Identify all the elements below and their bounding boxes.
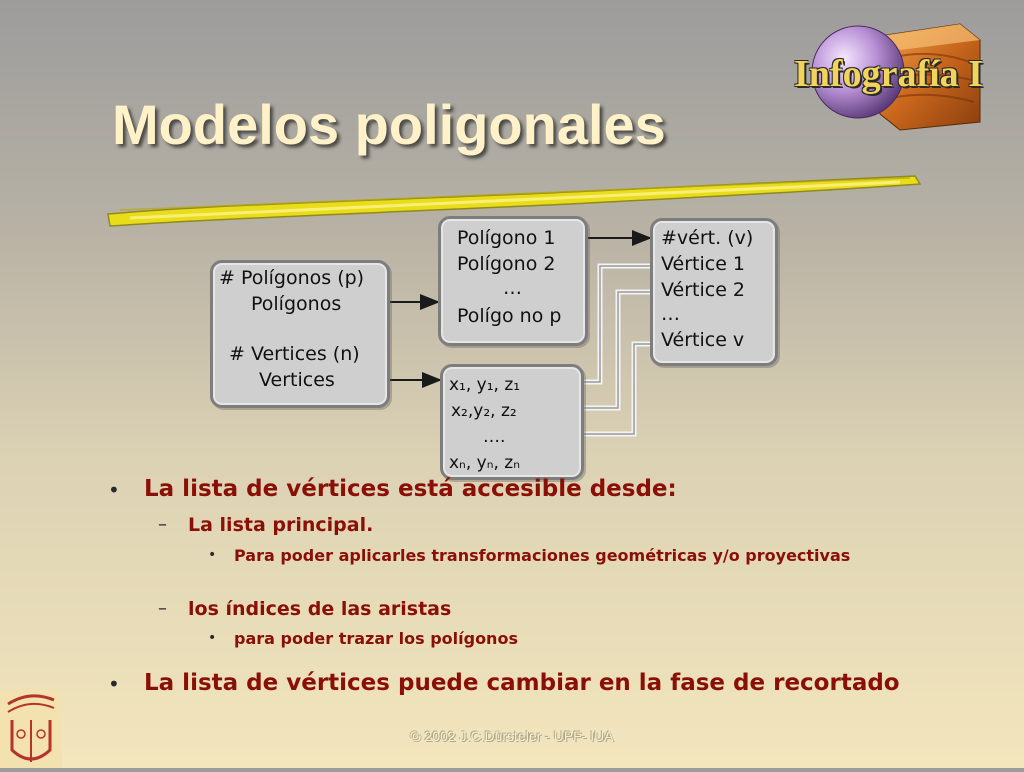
highlighter-stroke bbox=[107, 175, 922, 227]
upf-logo bbox=[0, 690, 62, 768]
vertex-line-2: Vértice 1 bbox=[661, 253, 746, 275]
polygon-line-1: Polígono 1 bbox=[457, 227, 556, 249]
polygon-line-2: Polígono 2 bbox=[457, 253, 556, 275]
infografia-logo bbox=[811, 23, 981, 131]
polygon-list-box: Polígono 1 Polígono 2 … Polígo no p bbox=[438, 216, 588, 346]
logo-text: Infografía I bbox=[794, 53, 983, 95]
bullet-marker: • bbox=[108, 672, 120, 696]
polygon-line-4: Polígo no p bbox=[457, 305, 562, 327]
coord-line-4: xₙ, yₙ, zₙ bbox=[449, 453, 520, 473]
bullet-item: Para poder aplicarles transformaciones g… bbox=[234, 546, 851, 565]
main-line-2: Polígonos bbox=[251, 293, 342, 315]
coord-line-2: x₂,y₂, z₂ bbox=[451, 401, 517, 421]
coordinate-list-box: x₁, y₁, z₁ x₂,y₂, z₂ …. xₙ, yₙ, zₙ bbox=[440, 364, 584, 480]
bullet-item: La lista de vértices está accesible desd… bbox=[144, 476, 677, 502]
vertex-line-4: … bbox=[661, 303, 680, 325]
bullet-item: La lista de vértices puede cambiar en la… bbox=[144, 670, 900, 696]
slide-title: Modelos poligonales bbox=[112, 93, 666, 156]
bullet-marker: – bbox=[158, 514, 167, 535]
vertex-line-1: #vért. (v) bbox=[661, 227, 754, 249]
vertex-line-3: Vértice 2 bbox=[661, 279, 746, 301]
vertex-line-5: Vértice v bbox=[661, 329, 745, 351]
coord-line-3: …. bbox=[483, 427, 506, 447]
bullet-marker: • bbox=[108, 478, 120, 502]
main-list-box: # Polígonos (p) Polígonos # Vertices (n)… bbox=[210, 260, 390, 408]
bullet-marker: • bbox=[208, 630, 217, 646]
coord-line-1: x₁, y₁, z₁ bbox=[449, 375, 521, 395]
main-line-4: Vertices bbox=[259, 369, 335, 391]
vertex-list-box: #vért. (v) Vértice 1 Vértice 2 … Vértice… bbox=[650, 218, 778, 366]
slide-footer: © 2002 J.C.Dürsteler - UPF- IUA bbox=[410, 728, 614, 744]
bullet-marker: – bbox=[158, 598, 167, 619]
main-line-1: # Polígonos (p) bbox=[219, 267, 365, 289]
polygon-line-3: … bbox=[503, 277, 522, 299]
bullet-item: los índices de las aristas bbox=[188, 598, 452, 620]
bullet-marker: • bbox=[208, 547, 217, 563]
upf-emblem-icon bbox=[7, 694, 55, 762]
main-line-3: # Vertices (n) bbox=[229, 343, 360, 365]
polygon-structure-diagram: # Polígonos (p) Polígonos # Vertices (n)… bbox=[200, 210, 790, 485]
bullet-item: para poder trazar los polígonos bbox=[234, 629, 518, 648]
bullet-item: La lista principal. bbox=[188, 514, 374, 536]
